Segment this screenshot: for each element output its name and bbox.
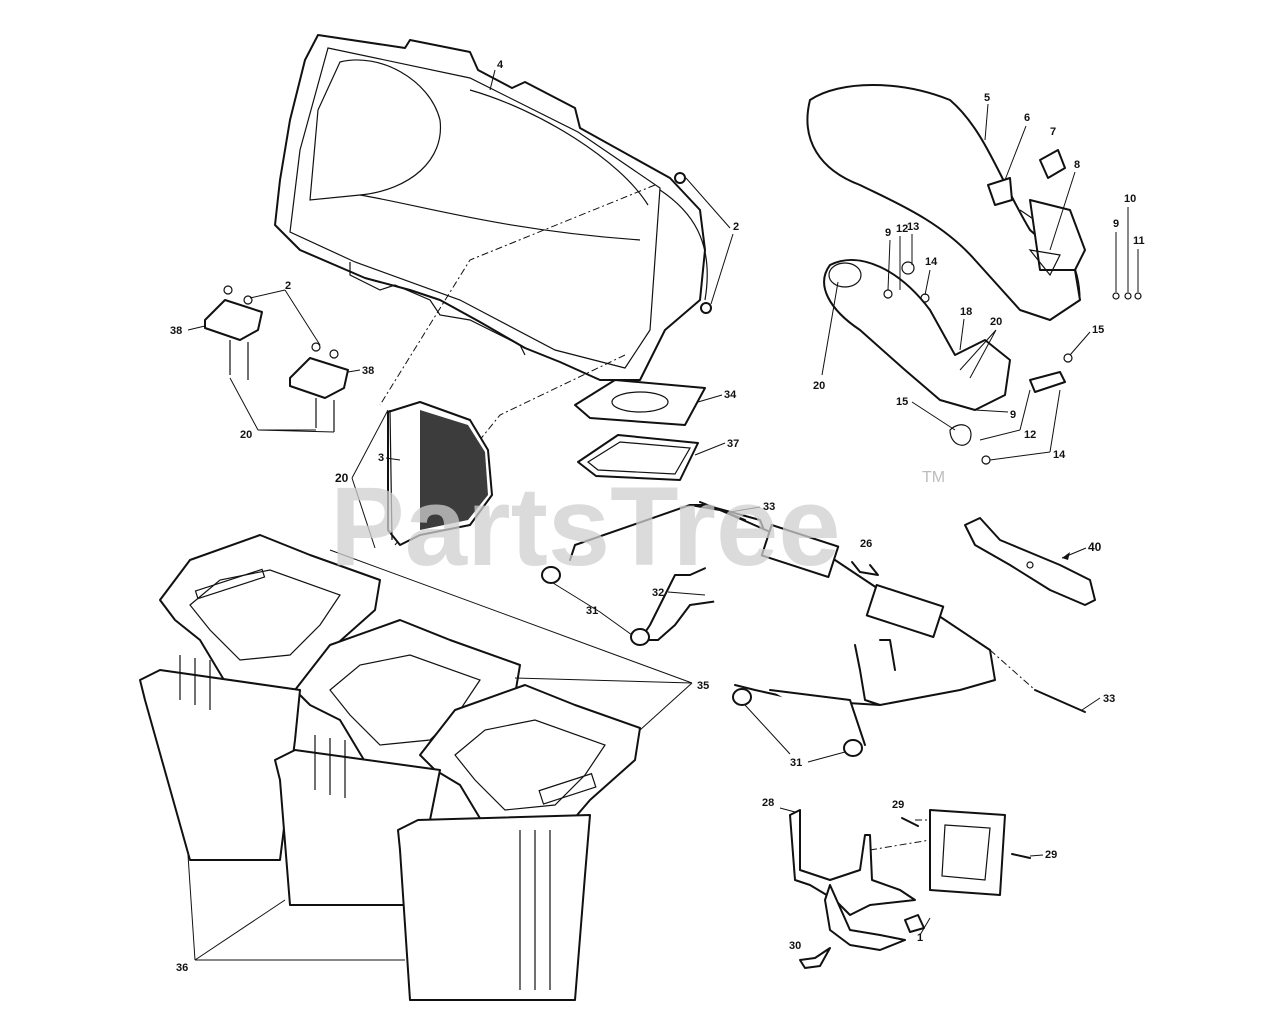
callout-9-bottom: 9 (1010, 409, 1016, 421)
latch-7[interactable] (1039, 149, 1066, 179)
deflector-18[interactable] (823, 259, 1011, 411)
callout-1: 1 (917, 932, 923, 944)
callout-14-top: 14 (925, 256, 938, 268)
callout-15-top: 15 (1092, 324, 1104, 336)
bag-36-right[interactable] (397, 814, 591, 1001)
callout-31-upper: 31 (586, 605, 598, 617)
plate-mount[interactable] (929, 809, 1006, 896)
bag-36-left[interactable] (139, 655, 301, 861)
callout-2-right: 2 (733, 221, 739, 233)
callout-26: 26 (860, 538, 872, 550)
clip-1[interactable] (904, 914, 925, 933)
cap-31-d[interactable] (843, 739, 863, 757)
clip-26[interactable] (851, 561, 879, 576)
handle-8[interactable] (1028, 199, 1086, 277)
nut-2-lower[interactable] (700, 302, 712, 314)
callout-37: 37 (727, 438, 739, 450)
cap-31-a[interactable] (541, 566, 561, 584)
pin-33-lower[interactable] (1034, 689, 1086, 713)
bag-frame-35-right[interactable] (419, 684, 641, 836)
callout-20-screen: 20 (335, 471, 349, 485)
bolt-chute[interactable] (1029, 371, 1066, 393)
mount-28[interactable] (789, 809, 916, 951)
cap-31-c[interactable] (732, 688, 752, 706)
callout-4: 4 (497, 59, 504, 71)
callout-7: 7 (1050, 126, 1056, 138)
callout-9-top: 9 (1113, 218, 1119, 230)
pin-30[interactable] (799, 947, 831, 969)
callout-33-upper: 33 (763, 501, 775, 513)
bracket-38-left[interactable] (204, 285, 263, 380)
callout-20-deflector: 20 (990, 316, 1002, 328)
callout-32: 32 (652, 587, 664, 599)
callout-35: 35 (697, 680, 709, 692)
callout-40: 40 (1088, 540, 1102, 554)
decal-6[interactable] (987, 177, 1013, 206)
callout-13: 13 (907, 221, 919, 233)
callout-34: 34 (724, 389, 737, 401)
callout-36: 36 (176, 962, 188, 974)
partstree-watermark: PartsTree (330, 464, 841, 589)
bracket-38-right[interactable] (289, 342, 349, 432)
callout-6: 6 (1024, 112, 1030, 124)
callout-5: 5 (984, 92, 990, 104)
trademark-symbol: TM (922, 469, 945, 486)
cap-31-b[interactable] (630, 628, 650, 646)
nut-2-upper[interactable] (674, 172, 686, 184)
callout-20-left-chute: 20 (813, 380, 825, 392)
callout-28: 28 (762, 797, 774, 809)
callout-9-mid: 9 (885, 227, 891, 239)
callout-8: 8 (1074, 159, 1080, 171)
callout-31-lower: 31 (790, 757, 802, 769)
callout-11: 11 (1133, 235, 1145, 247)
bagger-cover[interactable] (274, 34, 708, 381)
callout-38-right: 38 (362, 365, 374, 377)
callout-30: 30 (789, 940, 801, 952)
callout-18: 18 (960, 306, 972, 318)
bolt-29-left[interactable] (901, 817, 919, 827)
callout-20-left: 20 (240, 429, 252, 441)
callout-14-bottom: 14 (1053, 449, 1066, 461)
spring-15[interactable] (949, 424, 972, 446)
pin-33-upper[interactable] (699, 501, 746, 521)
blade-40[interactable] (964, 517, 1096, 606)
callout-29-left: 29 (892, 799, 904, 811)
callout-38-left: 38 (170, 325, 182, 337)
gasket-34[interactable] (574, 379, 706, 426)
mesh-screen[interactable] (387, 401, 493, 546)
frame-32[interactable] (569, 504, 996, 746)
callout-10: 10 (1124, 193, 1136, 205)
callout-12-top: 12 (896, 223, 908, 235)
callout-2-left: 2 (285, 280, 291, 292)
callout-12-bottom: 12 (1024, 429, 1036, 441)
callout-3: 3 (378, 452, 384, 464)
callout-15-bottom: 15 (896, 396, 908, 408)
callout-33-lower: 33 (1103, 693, 1115, 705)
plate-37[interactable] (577, 434, 699, 481)
callout-29-right: 29 (1045, 849, 1057, 861)
bolt-29-right[interactable] (1011, 853, 1031, 859)
